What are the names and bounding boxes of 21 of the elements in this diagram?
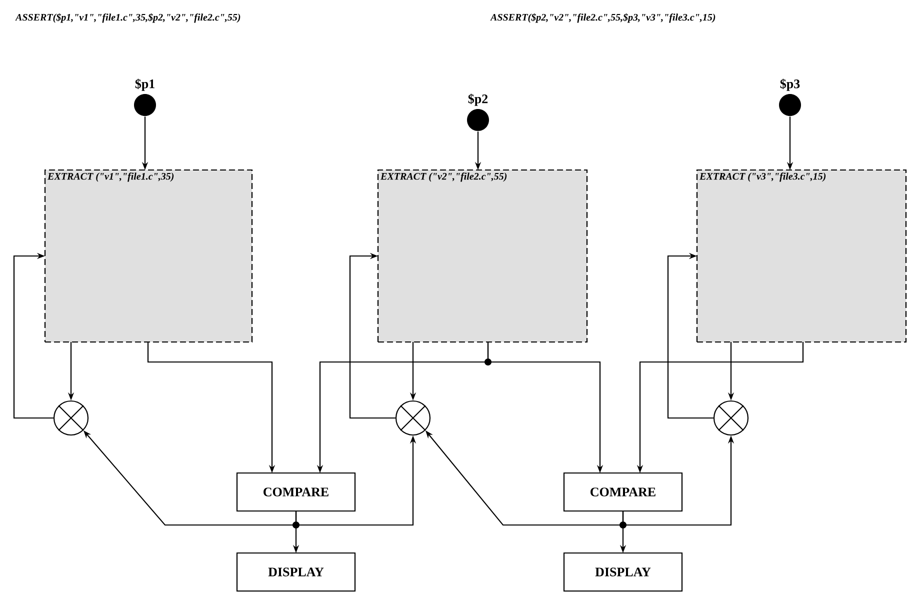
node-label: $p1 [135,78,154,91]
arrow [349,252,396,419]
multiplier-circle [53,400,89,436]
arrow [13,252,54,419]
extract-box: EXTRACT ("v2","file2.c",55) [377,169,588,343]
source-point: $p3 [779,78,801,116]
source-point: $p1 [134,78,156,116]
extract-box: EXTRACT ("v1","file1.c",35) [44,169,253,343]
source-point: $p2 [467,94,489,131]
node-label: $p3 [780,78,800,91]
process-box: DISPLAY [236,552,356,592]
assert-statement: ASSERT($p2,"v2","file2.c",55,$p3,"v3","file3.c",15) [490,13,716,23]
process-box: COMPARE [236,472,356,512]
process-box: COMPARE [563,472,683,512]
arrow [667,252,714,419]
assert-statement: ASSERT($p1,"v1","file1.c",35,$p2,"v2","file2.c",55) [15,13,240,23]
multiplier-circle [713,400,749,436]
process-box: DISPLAY [563,552,683,592]
extract-box: EXTRACT ("v3","file3.c",15) [696,169,907,343]
node-label: $p2 [468,94,488,106]
multiplier-circle [395,400,431,436]
